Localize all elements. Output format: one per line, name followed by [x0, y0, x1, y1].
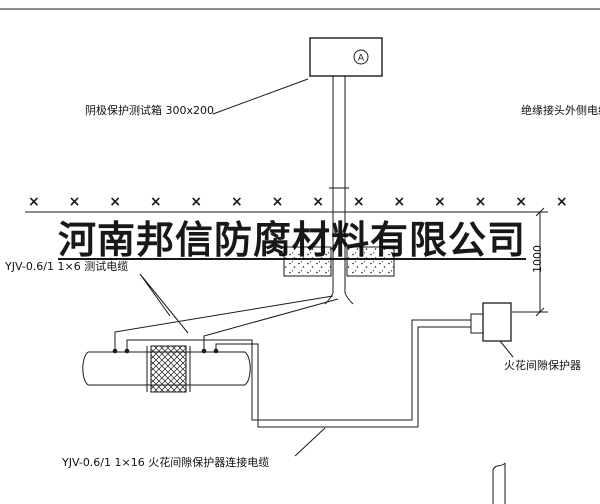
- ammeter-label: A: [358, 54, 365, 64]
- label-spark-gap-protector: 火花间隙保护器: [504, 359, 581, 372]
- test-box: [309, 37, 383, 77]
- spark-gap-protector: [470, 302, 512, 342]
- label-protector-connection-cable: YJV-0.6/1 1×16 火花间隙保护器连接电缆: [62, 456, 270, 469]
- company-watermark: 河南邦信防腐材料有限公司: [58, 217, 527, 262]
- grounding-rod-symbol: [492, 462, 506, 504]
- protector-cables: [126, 319, 471, 428]
- label-test-box: 阴极保护测试箱 300x200: [85, 104, 214, 117]
- concrete-foundation-blocks: [283, 246, 395, 277]
- ammeter-circle-icon: [353, 49, 369, 65]
- insulating-joint: [146, 345, 191, 393]
- dimension-value-1000: 1000: [531, 245, 544, 273]
- conduit-riser: [324, 76, 354, 305]
- test-cables: [114, 295, 339, 351]
- dimension-line-1000: [512, 207, 548, 317]
- soil-hatch-marks: × × × × × × × × × × × × × ×: [28, 194, 568, 210]
- label-insulated-joint-outer-cable: 绝缘接头外侧电缆: [521, 104, 600, 117]
- label-test-cable: YJV-0.6/1 1×6 测试电缆: [5, 260, 129, 273]
- leader-lines: [139, 78, 514, 457]
